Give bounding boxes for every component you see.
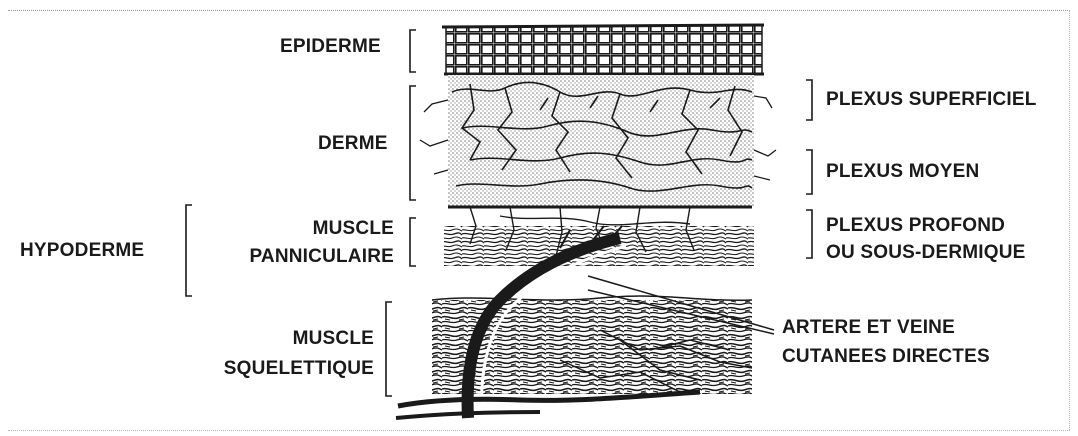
bracket-plexus-moyen: [806, 150, 812, 194]
label-muscle-squelettique-line2: SQUELETTIQUE: [174, 355, 374, 382]
epidermis-layer: [442, 25, 764, 74]
bracket-plexus-profond: [806, 210, 812, 258]
bracket-derme: [410, 86, 416, 200]
label-epiderme: EPIDERME: [280, 33, 381, 60]
label-muscle-panniculaire-line1: MUSCLE: [214, 215, 394, 242]
label-plexus-profond-line1: PLEXUS PROFOND: [826, 212, 1005, 239]
label-muscle-squelettique-line1: MUSCLE: [194, 325, 374, 352]
label-artere-veine-line2: CUTANEES DIRECTES: [782, 343, 990, 370]
bracket-plexus-superficiel: [806, 80, 812, 120]
dermis-layer: [420, 75, 776, 207]
label-muscle-panniculaire-line2: PANNICULAIRE: [194, 243, 394, 270]
bracket-panniculaire: [410, 218, 416, 266]
label-artere-veine-line1: ARTERE ET VEINE: [782, 314, 955, 341]
label-plexus-profond-line2: OU SOUS-DERMIQUE: [826, 239, 1026, 266]
right-brackets: [806, 80, 812, 258]
label-plexus-moyen: PLEXUS MOYEN: [826, 158, 979, 185]
label-derme: DERME: [318, 130, 388, 157]
bracket-hypoderme: [186, 205, 192, 296]
bracket-squelettique: [386, 302, 392, 396]
bracket-epiderme: [410, 30, 416, 72]
label-hypoderme: HYPODERME: [20, 237, 144, 264]
label-plexus-superficiel: PLEXUS SUPERFICIEL: [826, 86, 1037, 113]
panniculus-muscle-layer: [444, 207, 754, 266]
